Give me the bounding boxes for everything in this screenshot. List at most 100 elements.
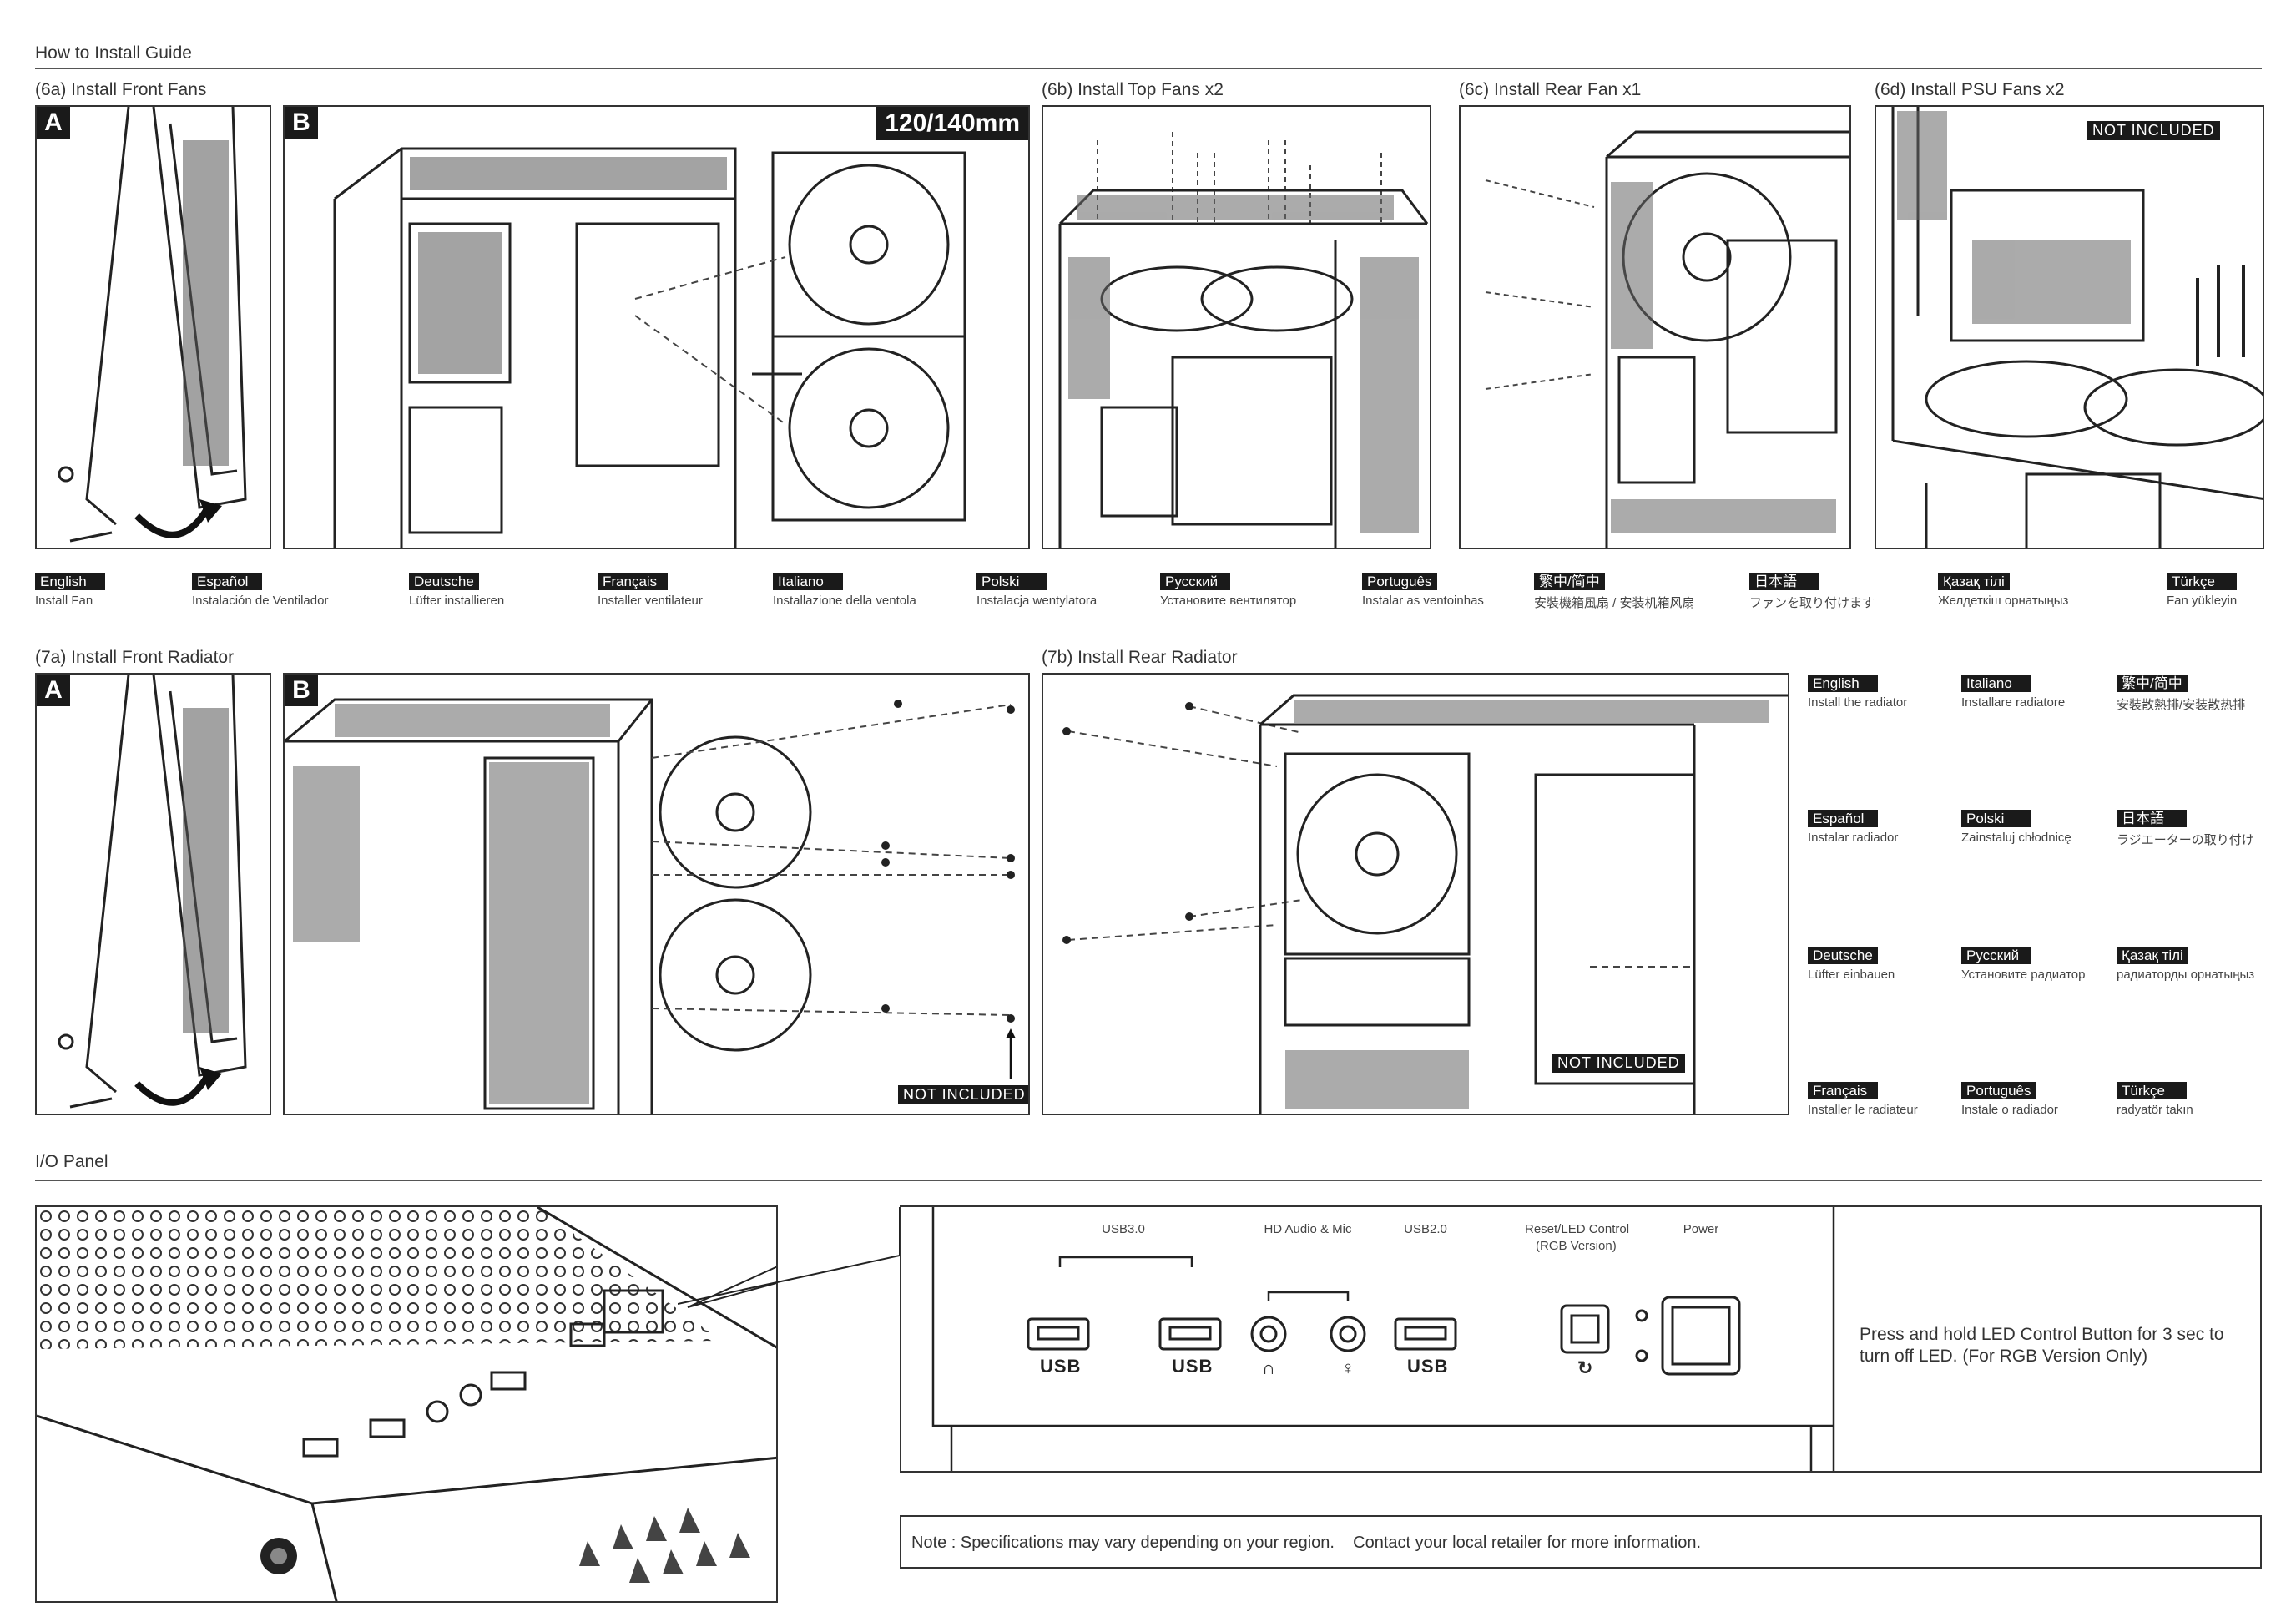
header-divider	[35, 68, 2262, 69]
lang-instruction: Instalar radiador	[1808, 831, 1899, 845]
rear-fan-illustration	[1485, 130, 1849, 548]
lang-name: English	[1808, 675, 1878, 692]
lang-instruction: Instalacja wentylatora	[976, 594, 1098, 608]
front-radiator-not-included-badge: NOT INCLUDED	[898, 1085, 1028, 1104]
lang-instruction: Installer le radiateur	[1808, 1103, 1918, 1117]
lang-name: Español	[192, 573, 262, 590]
lang-instruction: Install the radiator	[1808, 695, 1908, 710]
lang-name: Türkçe	[2167, 573, 2237, 590]
front-panel-removal-illustration	[58, 107, 247, 543]
rear-fan-title: (6c) Install Rear Fan x1	[1459, 80, 1642, 99]
rear-radiator-illustration	[1062, 694, 1788, 1114]
step-tag-b: B	[285, 675, 318, 706]
reset-led-label: Reset/LED Control	[1525, 1222, 1630, 1236]
lang-name: Deutsche	[409, 573, 479, 590]
lang-name: Français	[1808, 1082, 1878, 1099]
lang-name: Español	[1808, 810, 1878, 827]
io-top-view-panel	[35, 1205, 778, 1603]
lang-instruction: Lüfter einbauen	[1808, 968, 1895, 982]
radiator-lang-item: 日本語ラジエーターの取り付け	[2117, 810, 2254, 848]
lang-name: Русский	[1961, 947, 2031, 964]
lang-instruction: Lüfter installieren	[409, 594, 505, 608]
lang-instruction: Installare radiatore	[1961, 695, 2066, 710]
io-panel-title: I/O Panel	[35, 1152, 108, 1171]
step-tag-b: B	[285, 107, 318, 139]
io-divider	[35, 1180, 2262, 1181]
step-tag-a: A	[37, 675, 70, 706]
lang-instruction: ファンを取り付けます	[1749, 596, 1875, 610]
usb3-label: USB3.0	[1102, 1222, 1145, 1236]
lang-name: 繁中/简中	[2117, 675, 2188, 692]
lang-name: 繁中/简中	[1534, 573, 1605, 590]
lang-instruction: Instalar as ventoinhas	[1362, 594, 1484, 608]
lang-instruction: Установите радиатор	[1961, 968, 2086, 982]
front-panel-removal-illustration-2	[58, 675, 247, 1109]
step-tag-a: A	[37, 107, 70, 139]
psu-fans-title: (6d) Install PSU Fans x2	[1875, 80, 2065, 99]
lang-instruction: 安裝散熱排/安装散热排	[2117, 698, 2246, 712]
psu-not-included-badge: NOT INCLUDED	[2087, 121, 2220, 140]
lang-name: Italiano	[1961, 675, 2031, 692]
case-top-io-illustration	[37, 1207, 776, 1601]
lang-instruction: Instalación de Ventilador	[192, 594, 329, 608]
fan-lang-item: 繁中/简中安裝機箱風扇 / 安装机箱风扇	[1534, 573, 1695, 611]
front-fans-mount-illustration	[333, 147, 966, 548]
usb2-port-caption: USB	[1407, 1356, 1449, 1377]
lang-name: Italiano	[773, 573, 843, 590]
lang-name: English	[35, 573, 105, 590]
front-fans-title: (6a) Install Front Fans	[35, 80, 207, 99]
top-fans-illustration	[1058, 132, 1429, 548]
front-radiator-panel-b: B NOT INCLUDED	[283, 673, 1030, 1115]
fan-size-badge: 120/140mm	[876, 107, 1028, 140]
lang-instruction: Install Fan	[35, 594, 93, 608]
front-fans-panel-a: A	[35, 105, 271, 549]
lang-name: Français	[598, 573, 668, 590]
lang-instruction: radyatör takın	[2117, 1103, 2193, 1117]
lang-instruction: Installazione della ventola	[773, 594, 916, 608]
front-radiator-panel-a: A	[35, 673, 271, 1115]
top-fans-panel	[1042, 105, 1431, 549]
rear-fan-panel	[1459, 105, 1851, 549]
lang-name: Polski	[1961, 810, 2031, 827]
lang-instruction: Желдеткіш орнатыңыз	[1938, 594, 2069, 608]
lang-instruction: радиаторды орнатыңыз	[2117, 968, 2255, 982]
lang-name: Português	[1961, 1082, 2036, 1099]
lang-instruction: Zainstaluj chłodnicę	[1961, 831, 2071, 845]
lang-instruction: Установите вентилятор	[1160, 594, 1297, 608]
rear-radiator-panel: NOT INCLUDED	[1042, 673, 1789, 1115]
lang-name: Қазақ тілі	[2117, 947, 2188, 964]
radiator-lang-item: 繁中/简中安裝散熱排/安装散热排	[2117, 675, 2245, 713]
lang-name: Português	[1362, 573, 1437, 590]
region-note: Note : Specifications may vary depending…	[911, 1534, 1702, 1552]
io-detail-panel: USB3.0 HD Audio & Mic USB2.0 Reset/LED C…	[900, 1205, 2262, 1473]
rear-radiator-title: (7b) Install Rear Radiator	[1042, 648, 1238, 667]
lang-name: 日本語	[1749, 573, 1819, 590]
radiator-lang-item: Қазақ тілі радиаторды орнатыңыз	[2117, 947, 2254, 982]
lang-name: 日本語	[2117, 810, 2187, 827]
lang-name: Қазақ тілі	[1938, 573, 2010, 590]
hd-audio-label: HD Audio & Mic	[1264, 1222, 1352, 1236]
lang-instruction: Instale o radiador	[1961, 1103, 2058, 1117]
microphone-icon: ♀	[1341, 1357, 1355, 1378]
callout-pointer	[678, 1207, 901, 1305]
led-instruction-text: Press and hold LED Control Button for 3 …	[1860, 1325, 2224, 1366]
note-box: Note : Specifications may vary depending…	[900, 1515, 2262, 1569]
psu-fans-illustration	[1891, 107, 2263, 548]
lang-name: Русский	[1160, 573, 1230, 590]
usb2-label: USB2.0	[1404, 1222, 1447, 1236]
power-label: Power	[1683, 1222, 1719, 1236]
rgb-version-label: (RGB Version)	[1536, 1239, 1617, 1253]
